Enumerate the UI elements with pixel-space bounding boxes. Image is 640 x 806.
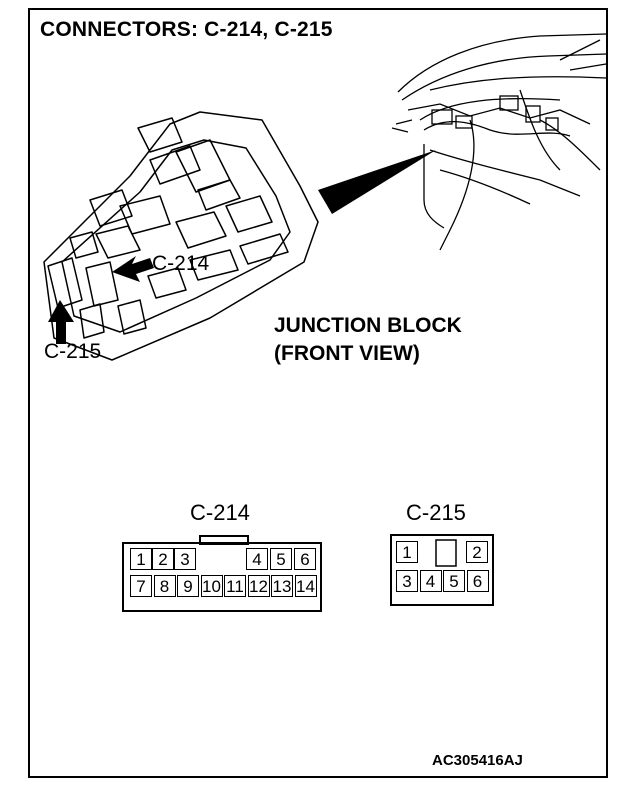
c215-callout-arrow <box>48 300 74 344</box>
c214-pin: 13 <box>271 575 293 597</box>
c215-pin: 4 <box>419 570 442 592</box>
dashboard-wiring-illustration <box>391 33 607 251</box>
c215-connector-key <box>435 539 457 567</box>
c215-connector-body <box>390 534 494 606</box>
c214-connector-body <box>122 542 322 612</box>
junction-block-view: (FRONT VIEW) <box>274 342 420 365</box>
c214-callout-arrow <box>112 256 154 282</box>
c214-pin: 6 <box>294 548 316 570</box>
c214-pin: 14 <box>294 575 317 597</box>
c214-callout-label: C-214 <box>152 252 210 275</box>
c214-pin: 9 <box>177 575 199 597</box>
c214-pin: 5 <box>270 548 292 570</box>
c215-pin: 3 <box>396 570 418 592</box>
view-pointer-wedge <box>318 150 436 214</box>
c215-pin: 5 <box>443 570 465 592</box>
c214-pin: 12 <box>247 575 270 597</box>
figure-frame <box>28 8 608 778</box>
c214-pin: 11 <box>224 575 246 597</box>
c214-pin: 3 <box>174 548 196 570</box>
c215-pin: 6 <box>466 570 489 592</box>
c215-pin: 2 <box>466 541 488 563</box>
figure-code: AC305416AJ <box>432 752 523 769</box>
c215-connector-label: C-215 <box>406 500 466 525</box>
c214-pin: 7 <box>130 575 152 597</box>
c214-pin: 10 <box>200 575 223 597</box>
c215-callout-label: C-215 <box>44 340 102 363</box>
figure-title: CONNECTORS: C-214, C-215 <box>40 18 333 41</box>
c214-connector-key <box>199 535 249 545</box>
junction-block-label: JUNCTION BLOCK (FRONT VIEW) <box>274 312 462 368</box>
c214-pin: 8 <box>153 575 176 597</box>
c214-pin: 1 <box>130 548 152 570</box>
junction-block-title: JUNCTION BLOCK <box>274 314 462 337</box>
c215-pin: 1 <box>396 541 418 563</box>
junction-block-illustration <box>43 111 319 361</box>
c214-pin: 4 <box>246 548 268 570</box>
c214-connector-label: C-214 <box>190 500 250 525</box>
c214-pin: 2 <box>152 548 174 570</box>
